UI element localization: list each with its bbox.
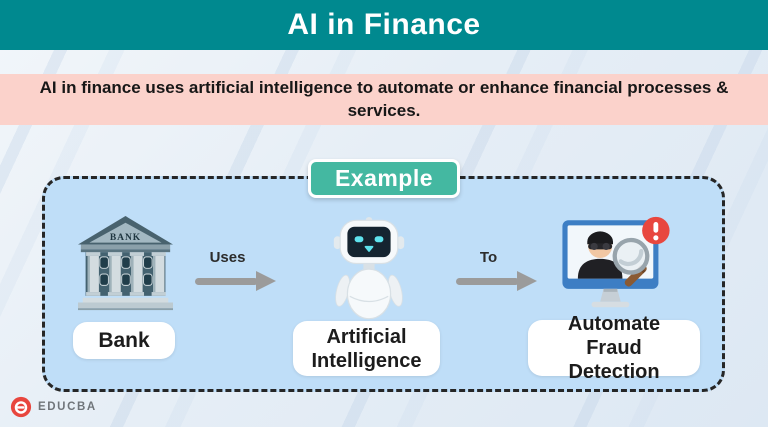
arrow-head xyxy=(256,271,276,291)
bank-label: Bank xyxy=(73,322,175,359)
ai-label: Artificial Intelligence xyxy=(293,321,440,376)
ai-label-text: Artificial Intelligence xyxy=(311,325,422,372)
example-badge: Example xyxy=(308,159,460,198)
fraud-label-text: Automate Fraud Detection xyxy=(567,313,661,383)
arrow-shaft xyxy=(195,277,258,285)
educba-logo-text: EDUCBA xyxy=(38,401,97,413)
educba-logo: EDUCBA xyxy=(10,396,97,418)
arrow-right-icon xyxy=(195,271,276,291)
fraud-label: Automate Fraud Detection xyxy=(528,313,700,383)
fraud-detection-icon xyxy=(562,216,670,308)
bank-icon: BANK xyxy=(78,216,173,311)
description-banner: AI in finance uses artificial intelligen… xyxy=(0,74,768,125)
description-text: AI in finance uses artificial intelligen… xyxy=(39,77,729,120)
arrow-shaft xyxy=(456,277,519,285)
bank-icon-text: BANK xyxy=(110,233,141,243)
example-box: BANK xyxy=(42,176,725,392)
to-connector-label: To xyxy=(479,249,498,266)
example-badge-label: Example xyxy=(334,165,434,191)
robot-icon xyxy=(333,217,405,320)
arrow-head xyxy=(517,271,537,291)
bank-label-text: Bank xyxy=(98,328,150,352)
title-bar: AI in Finance xyxy=(0,0,768,50)
uses-connector-label: Uses xyxy=(209,249,246,266)
educba-logo-icon xyxy=(10,396,32,418)
arrow-right-icon xyxy=(456,271,537,291)
page-title: AI in Finance xyxy=(287,8,481,41)
